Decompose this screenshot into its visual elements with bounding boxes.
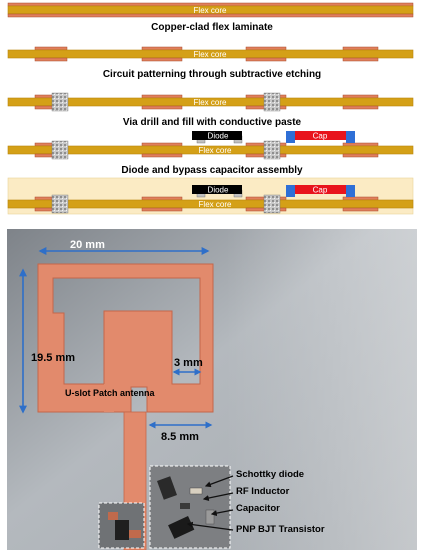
component-label: RF Inductor bbox=[236, 486, 290, 497]
caption-step-1: Copper-clad flex laminate bbox=[151, 22, 273, 33]
step-2-patterning: Flex core bbox=[7, 46, 414, 62]
cap-label: Cap bbox=[313, 186, 328, 195]
step-4-assembly: Diode Cap Flex core bbox=[7, 131, 414, 160]
antenna-label: U-slot Patch antenna bbox=[65, 388, 156, 398]
feed-label: 8.5 mm bbox=[161, 431, 199, 443]
via-paste bbox=[263, 140, 281, 160]
u-slot-patch bbox=[37, 263, 214, 413]
component-label: PNP BJT Transistor bbox=[236, 524, 325, 535]
cap-pad bbox=[346, 185, 355, 197]
diode-component bbox=[192, 131, 242, 140]
via-paste bbox=[51, 140, 69, 160]
antenna-photo: 20 mm 19.5 mm 3 mm 8.5 mm U-slot Patch a… bbox=[7, 229, 417, 551]
via-paste bbox=[51, 194, 69, 214]
cap-pad bbox=[286, 185, 295, 197]
step-3-via: Flex core bbox=[7, 92, 414, 112]
cap-label: Cap bbox=[313, 132, 328, 141]
caption-step-3: Via drill and fill with conductive paste bbox=[123, 117, 302, 128]
via-paste bbox=[51, 92, 69, 112]
diode-label: Diode bbox=[208, 186, 229, 195]
diode-label: Diode bbox=[208, 132, 229, 141]
step-1-laminate: Flex core bbox=[7, 2, 414, 18]
height-label: 19.5 mm bbox=[31, 352, 75, 364]
flex-core-label: Flex core bbox=[199, 200, 232, 209]
cap-component bbox=[295, 131, 346, 140]
width-label: 20 mm bbox=[70, 239, 105, 251]
cap-pad bbox=[286, 131, 295, 143]
flex-core-label: Flex core bbox=[199, 146, 232, 155]
diode-component bbox=[192, 185, 242, 194]
component-label: Capacitor bbox=[236, 503, 280, 514]
flex-core-label: Flex core bbox=[194, 98, 227, 107]
caption-step-2: Circuit patterning through subtractive e… bbox=[103, 69, 321, 80]
component-label: Schottky diode bbox=[236, 469, 304, 480]
flex-core-label: Flex core bbox=[194, 50, 227, 59]
flex-core-label: Flex core bbox=[194, 6, 227, 15]
slot-label: 3 mm bbox=[174, 357, 203, 369]
cap-component bbox=[295, 185, 346, 194]
via-paste bbox=[263, 194, 281, 214]
via-paste bbox=[263, 92, 281, 112]
cap-pad bbox=[346, 131, 355, 143]
step-5-encapsulated: Diode Cap Flex core bbox=[7, 177, 414, 215]
caption-step-4: Diode and bypass capacitor assembly bbox=[121, 165, 303, 176]
